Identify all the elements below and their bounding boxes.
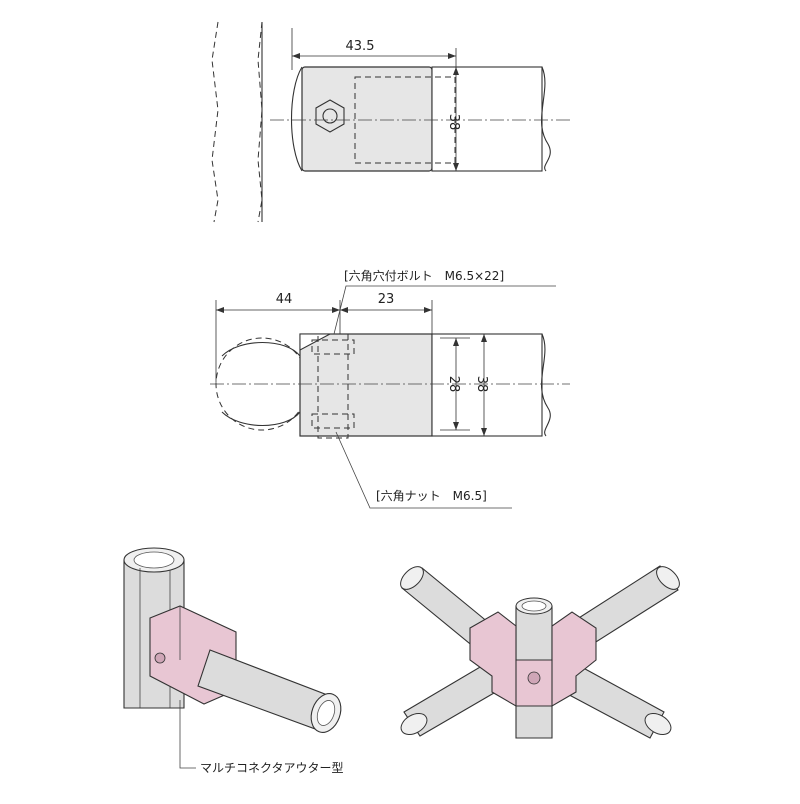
nut-hidden (311, 413, 355, 429)
iso-bolt-icon (154, 652, 166, 664)
dim-c-text: 28 (446, 376, 461, 393)
bolt-head-hidden (311, 339, 355, 355)
pipe-break-line (540, 66, 551, 172)
bolt-leader (333, 285, 556, 335)
bolt-hole (322, 108, 338, 124)
connector-block (299, 333, 433, 437)
iso-cross-bolt-icon (527, 671, 541, 685)
dim-height-text: 38 (446, 114, 461, 131)
nut-leader (335, 431, 512, 509)
bolt-hidden (317, 333, 349, 439)
section-pipe-break (540, 333, 551, 437)
hex-nut-icon (315, 99, 345, 133)
iso-single-connector: マルチコネクタアウター型 (123, 547, 344, 775)
nut-label: [六角ナット M6.5] (376, 489, 487, 503)
iso-horizontal-pipe (197, 649, 331, 731)
section-horizontal-pipe (431, 333, 543, 437)
top-view: 43.5 38 (211, 21, 570, 223)
type-label: マルチコネクタアウター型 (200, 761, 344, 775)
dim-b-text: 23 (378, 292, 395, 307)
dim-a-text: 44 (276, 292, 293, 307)
dim-d-text: 38 (474, 376, 489, 393)
vertical-pipe-outline (211, 21, 219, 223)
section-view: 44 23 28 38 [六角穴付ボルト M6.5×22] [六角ナット M6.… (210, 268, 570, 509)
connector-saddle (291, 66, 303, 172)
round-pipe-inner (221, 341, 301, 427)
vertical-pipe-outline-right (257, 21, 263, 223)
connector-body (301, 66, 433, 172)
bolt-label: [六角穴付ボルト M6.5×22] (344, 268, 504, 283)
type-leader (179, 700, 196, 769)
connector-chamfer (299, 333, 331, 351)
iso-cross-connector (400, 565, 680, 739)
iso-cross-connector-hub (469, 611, 597, 707)
horizontal-pipe (431, 66, 543, 172)
dim-length-text: 43.5 (346, 39, 375, 54)
